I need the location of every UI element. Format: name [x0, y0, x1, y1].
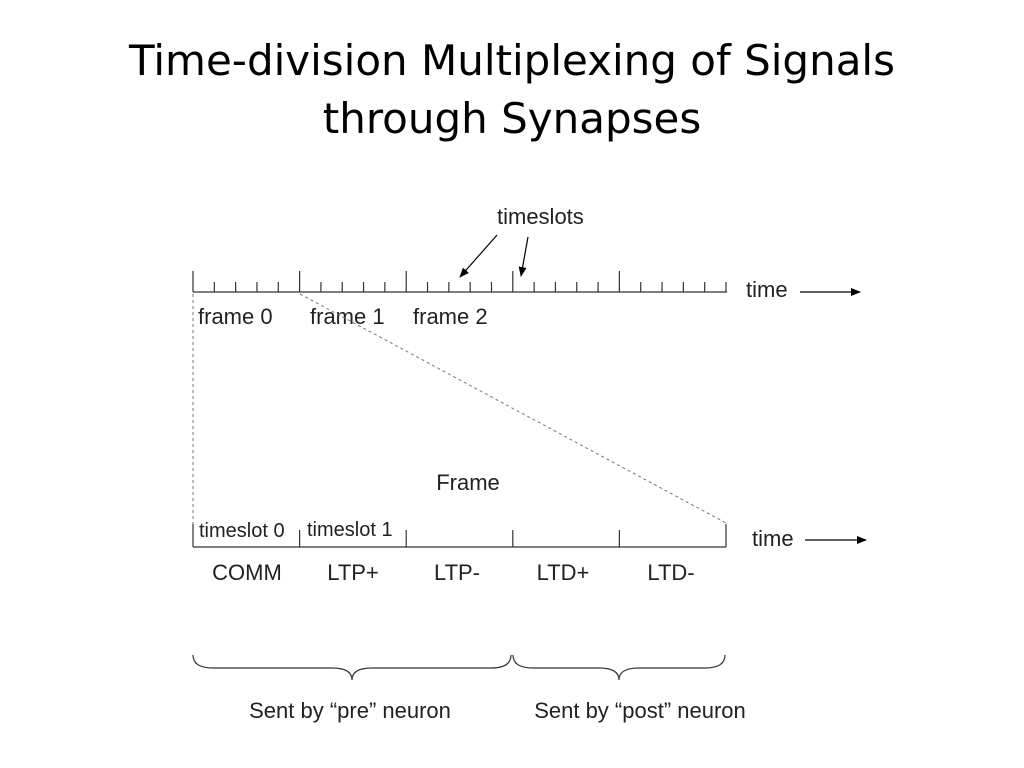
timeslots-callout-label: timeslots: [497, 204, 584, 229]
slot-label-ltp-minus: LTP-: [434, 560, 480, 585]
time-label-frame: time: [752, 526, 794, 551]
frame-label-0: frame 0: [198, 304, 273, 329]
slot-label-ltp-plus: LTP+: [327, 560, 379, 585]
timeslots-arrow-1: [459, 234, 498, 278]
brace-post: [512, 654, 726, 681]
timeslots-arrow-2: [518, 236, 529, 277]
group-label-post: Sent by “post” neuron: [534, 698, 746, 723]
title-line-1: Time-division Multiplexing of Signals: [129, 36, 895, 85]
slide-title: Time-division Multiplexing of Signals th…: [0, 32, 1024, 148]
title-line-2: through Synapses: [322, 94, 702, 143]
zoom-line-right: [299, 293, 727, 524]
timeslot-label-0: timeslot 0: [199, 520, 285, 542]
frame-label-1: frame 1: [310, 304, 385, 329]
slot-label-ltd-minus: LTD-: [647, 560, 694, 585]
brace-pre: [192, 654, 512, 681]
time-label-top: time: [746, 277, 788, 302]
frame-title: Frame: [436, 470, 500, 495]
top-ticks: [192, 271, 727, 292]
slot-label-comm: COMM: [212, 560, 282, 585]
group-label-pre: Sent by “pre” neuron: [249, 698, 451, 723]
frame-label-2: frame 2: [413, 304, 488, 329]
frame-ticks: [192, 524, 727, 547]
frame-timeline: [192, 524, 727, 548]
slot-label-ltd-plus: LTD+: [537, 560, 590, 585]
top-timeline: [192, 271, 727, 293]
timeslot-label-1: timeslot 1: [307, 519, 393, 541]
